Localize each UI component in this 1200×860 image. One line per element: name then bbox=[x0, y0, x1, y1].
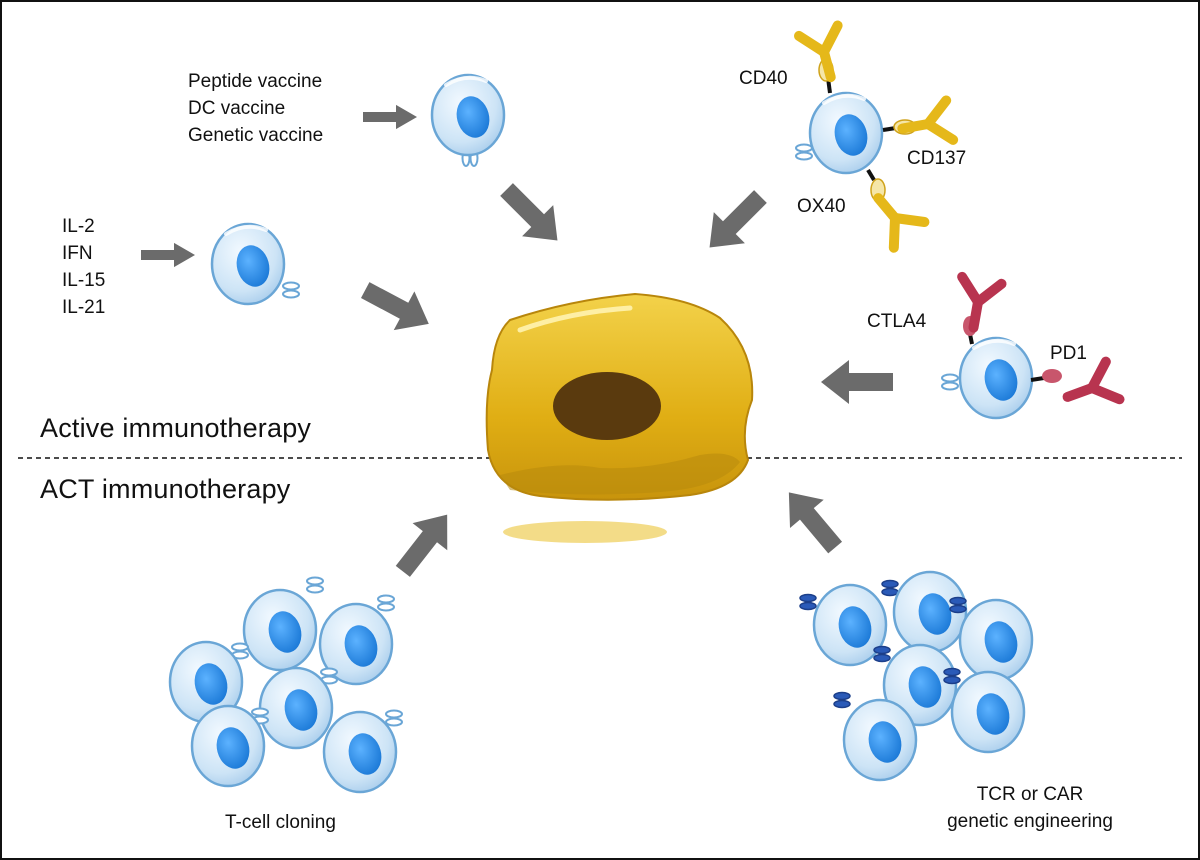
cytokine-list: IL-2 IFN IL-15 IL-21 bbox=[62, 213, 105, 321]
vaccine-peptide: Peptide vaccine bbox=[188, 71, 323, 92]
tcell-checkpoint bbox=[941, 277, 1120, 418]
label-pd1: PD1 bbox=[1050, 343, 1087, 364]
label-tcell-cloning: T-cell cloning bbox=[225, 812, 336, 833]
arrow-vaccine-to-cell bbox=[363, 104, 417, 130]
vaccine-genetic: Genetic vaccine bbox=[188, 125, 324, 146]
cytokine-ifn: IFN bbox=[62, 243, 93, 264]
arrow-checkpoint-to-tumor bbox=[821, 360, 893, 404]
label-engineering-line2: genetic engineering bbox=[947, 811, 1113, 832]
arrow-cloning-to-tumor bbox=[385, 501, 465, 585]
cytokine-il21: IL-21 bbox=[62, 297, 106, 318]
tcell-engineered-cluster bbox=[799, 570, 1034, 782]
arrow-cytokine-to-cell bbox=[141, 242, 195, 268]
arrow-vaccine-to-tumor bbox=[490, 173, 574, 257]
tumor-nucleus bbox=[553, 372, 661, 440]
vaccine-dc: DC vaccine bbox=[188, 98, 286, 119]
section-active-label: Active immunotherapy bbox=[40, 413, 312, 443]
label-cd137: CD137 bbox=[907, 148, 967, 169]
label-genetic-engineering: TCR or CAR genetic engineering bbox=[930, 781, 1130, 835]
label-ctla4: CTLA4 bbox=[867, 311, 927, 332]
tcell-cytokine bbox=[210, 222, 300, 306]
tumor-cell bbox=[485, 292, 754, 543]
arrow-engineering-to-tumor bbox=[772, 478, 852, 562]
label-engineering-line1: TCR or CAR bbox=[976, 784, 1084, 805]
tcell-costimulation bbox=[796, 26, 953, 248]
label-cd40: CD40 bbox=[739, 68, 788, 89]
vaccine-list: Peptide vaccine DC vaccine Genetic vacci… bbox=[188, 68, 323, 149]
cd137-antibody bbox=[899, 100, 953, 148]
section-act-label: ACT immunotherapy bbox=[40, 474, 291, 504]
cytokine-il2: IL-2 bbox=[62, 216, 95, 237]
ctla4-antibody bbox=[954, 277, 1002, 331]
label-ox40: OX40 bbox=[797, 196, 846, 217]
tcell-vaccine bbox=[430, 73, 506, 167]
pd1-antibody bbox=[1061, 362, 1120, 416]
tcell-cloning-cluster bbox=[168, 576, 403, 794]
arrow-costim-to-tumor bbox=[693, 180, 777, 264]
arrow-cytokine-to-tumor bbox=[354, 270, 440, 344]
cytokine-il15: IL-15 bbox=[62, 270, 106, 291]
